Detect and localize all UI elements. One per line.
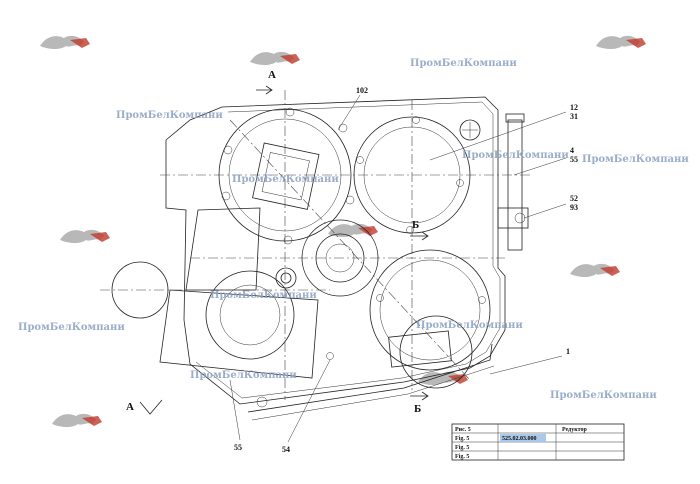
gear-top-left-square [252, 142, 320, 210]
leader-4-55 [513, 157, 567, 176]
section-b-top-arrow [410, 231, 429, 241]
title-block-r4c1: Fig. 5 [455, 454, 469, 460]
left-plate-upper [185, 207, 261, 291]
watermark-text: ПромБелКомпани [582, 154, 689, 165]
logo-mark-3 [596, 35, 646, 49]
watermark-text: ПромБелКомпани [116, 110, 223, 121]
bolt-hole [283, 235, 293, 245]
title-block-r1c1: Рис. 5 [455, 427, 471, 433]
title-block-r2c2: 525.02.03.000 [502, 436, 537, 442]
watermark-text: ПромБелКомпани [416, 320, 523, 331]
title-block-r2c1: Fig. 5 [455, 436, 469, 442]
section-a-top-arrow [256, 85, 273, 95]
callout-55-lower: 55 [234, 443, 242, 452]
bolt-hole [345, 195, 355, 205]
bolt-hole [285, 107, 295, 117]
leader-55b [229, 379, 241, 441]
logo-mark-7 [52, 413, 102, 427]
leader-1 [489, 355, 563, 375]
callout-1: 1 [566, 347, 570, 356]
gear-bottom-right-plate [388, 330, 452, 368]
watermark-text: ПромБелКомпани [190, 370, 297, 381]
housing-outline [165, 96, 506, 405]
callout-52: 52 [570, 194, 578, 203]
leader-52-93 [523, 203, 567, 219]
bolt-hole [406, 226, 414, 234]
centerline-diagonal [229, 119, 471, 381]
callout-4: 4 [570, 146, 574, 155]
right-shaft-cap [505, 113, 525, 123]
logo-mark-8 [418, 371, 468, 385]
section-b-top-label: Б [412, 219, 419, 231]
gear-bottom-left-outer [205, 270, 295, 360]
section-a-bottom-label: А [126, 401, 134, 413]
section-b-bottom-arrow [410, 391, 429, 401]
callout-93: 93 [570, 203, 578, 212]
title-block-r1c3: Редуктор [562, 427, 588, 433]
right-coupling [497, 207, 529, 229]
bolt-hole [256, 396, 268, 408]
watermark-text: ПромБелКомпани [462, 150, 569, 161]
section-a-bottom-arrow [139, 399, 163, 415]
title-block-r3c1: Fig. 5 [455, 445, 469, 451]
watermark-text: ПромБелКомпани [550, 390, 657, 401]
bolt-hole [223, 145, 233, 155]
gear-top-left-square-inner [261, 152, 310, 201]
gear-bottom-left-inner [219, 284, 281, 346]
watermark-text: ПромБелКомпани [18, 322, 125, 333]
logo-mark-6 [570, 263, 620, 277]
gear-bottom-right-cover [399, 315, 473, 389]
bolt-hole [221, 191, 231, 201]
callout-54: 54 [282, 445, 290, 454]
housing-inner-outline [195, 101, 501, 399]
watermark-text: ПромБелКомпани [210, 290, 317, 301]
watermark-text: ПромБелКомпани [232, 174, 339, 185]
gear-bottom-right-outer [369, 249, 491, 371]
bolt-hole [338, 123, 348, 133]
title-block: Рис. 5 Редуктор Fig. 5 525.02.03.000 Fig… [451, 423, 625, 461]
gear-small-left-hub [280, 272, 292, 284]
callout-31: 31 [570, 112, 578, 121]
logo-mark-2 [250, 51, 300, 65]
bolt-hole [356, 156, 364, 164]
logo-mark-4 [60, 229, 110, 243]
callout-12: 12 [570, 103, 578, 112]
callout-102: 102 [356, 86, 368, 95]
leader-54 [287, 359, 331, 443]
bolt-hole [412, 116, 420, 124]
gear-small-left [275, 267, 297, 289]
bolt-hole [478, 296, 486, 304]
bolt-hole [376, 294, 384, 302]
bolt-hole [326, 352, 334, 360]
callout-55-upper: 55 [570, 155, 578, 164]
inspection-plug [459, 119, 481, 141]
gear-bottom-right-inner [379, 259, 481, 361]
logo-mark-1 [40, 35, 90, 49]
left-plate-lower [159, 289, 319, 379]
right-coupling-bolt [514, 212, 526, 224]
leader-12-31 [429, 111, 567, 161]
lower-rail [247, 343, 493, 413]
leader-102 [337, 94, 361, 131]
section-b-bottom-label: Б [414, 403, 421, 415]
right-shaft [507, 119, 523, 251]
watermark-text: ПромБелКомпани [410, 58, 517, 69]
section-a-top-label: А [268, 69, 276, 81]
bolt-hole [456, 179, 464, 187]
